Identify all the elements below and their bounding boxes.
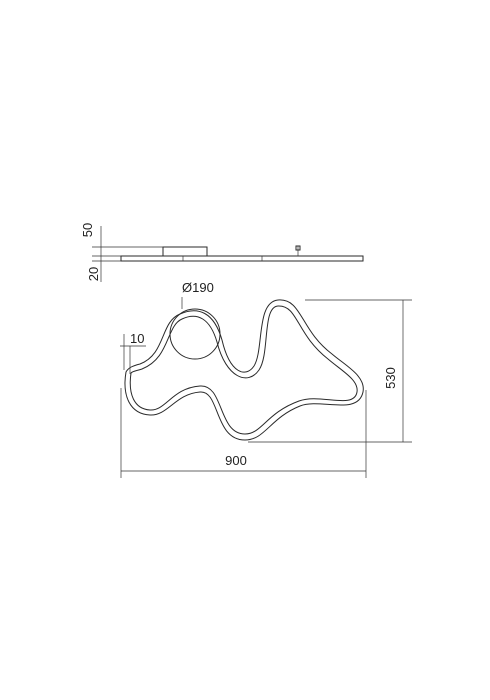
top-view: [120, 297, 412, 478]
canopy-circle: [169, 308, 221, 360]
side-view-canopy: [162, 246, 208, 257]
dim-label-diameter: Ø190: [182, 280, 214, 295]
side-view-body: [120, 255, 364, 262]
side-view-connector-head: [295, 245, 301, 251]
dim-label-50: 50: [80, 223, 95, 237]
tube-outline-inner: [129, 305, 358, 435]
dim-label-10: 10: [130, 331, 144, 346]
dim-label-530: 530: [383, 367, 398, 389]
dim-label-20: 20: [86, 267, 101, 281]
dim-label-900: 900: [225, 453, 247, 468]
tube-outline-outer: [124, 299, 364, 441]
side-view: [92, 226, 364, 282]
